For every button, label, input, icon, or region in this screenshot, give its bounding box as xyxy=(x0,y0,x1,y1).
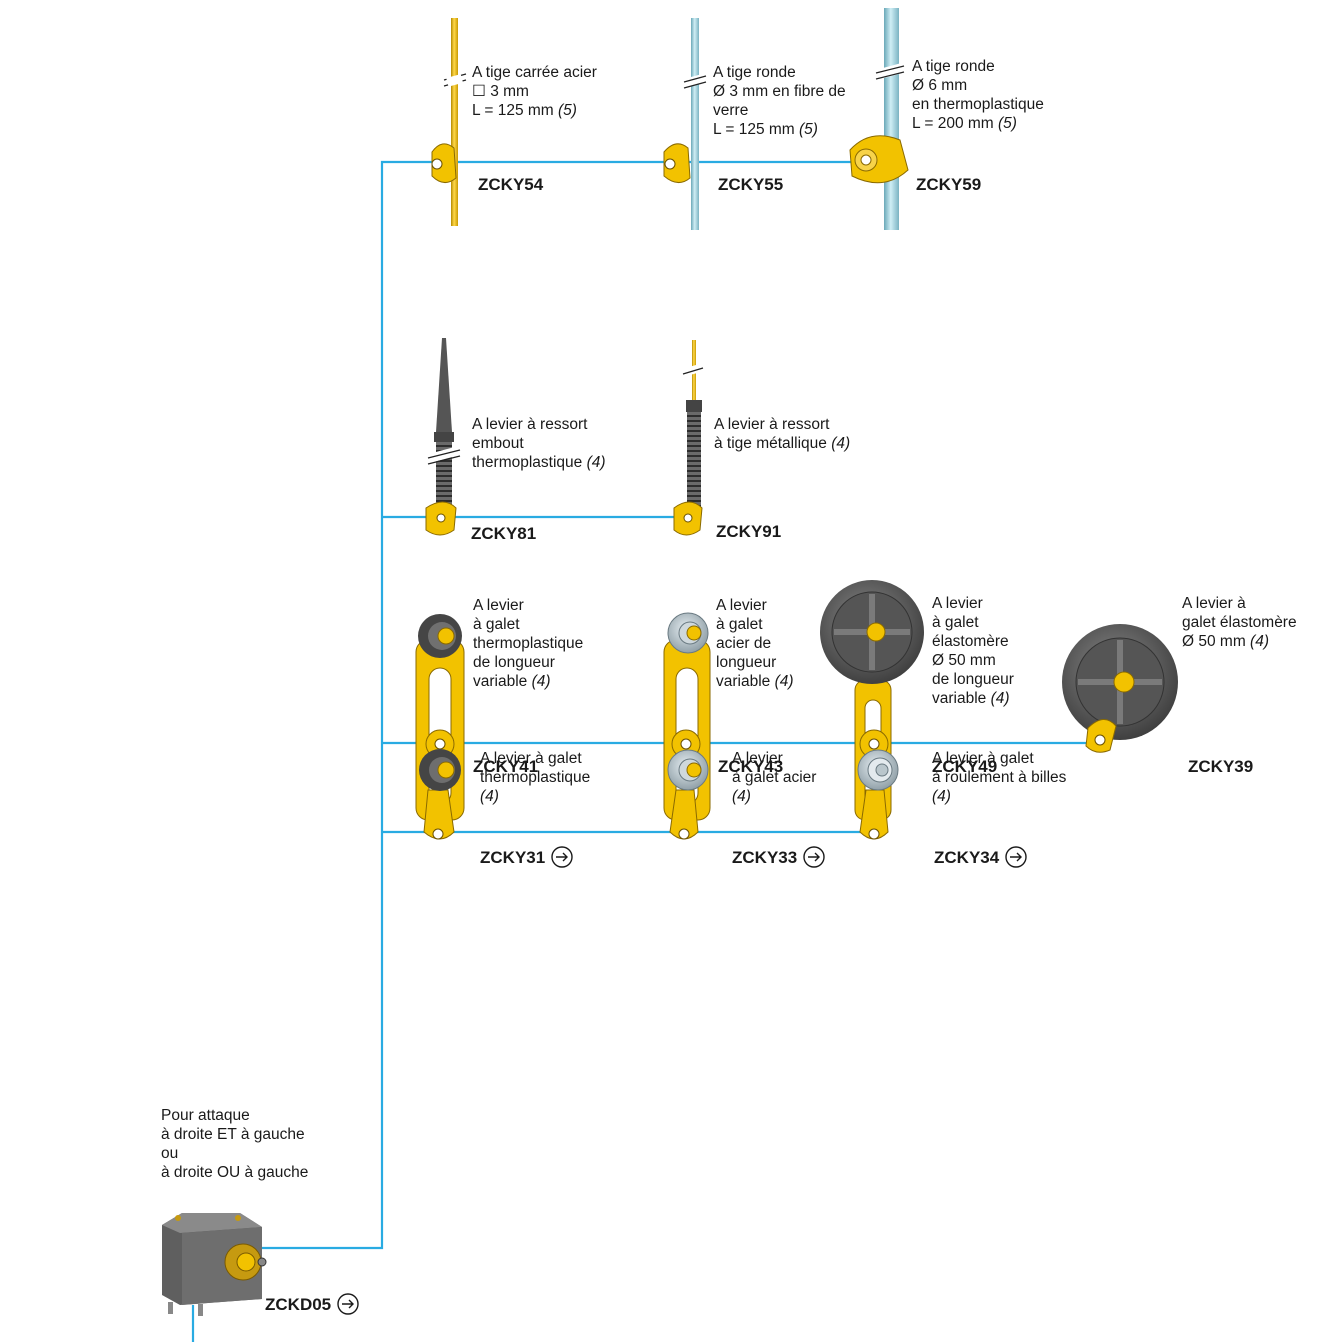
zcky41-description: A levier à galet thermoplastique de long… xyxy=(473,597,584,690)
zckd05-illustration xyxy=(162,1213,267,1316)
zcky33-description: A levier à galet acier (4) xyxy=(732,750,817,805)
zcky34-code: ZCKY34 xyxy=(934,846,1027,868)
arrow-right-circle-icon[interactable] xyxy=(1005,846,1027,868)
zcky55-illustration xyxy=(663,18,707,230)
zcky91-description: A levier à ressort à tige métallique (4) xyxy=(714,416,851,452)
zcky81-description: A levier à ressort embout thermoplastiqu… xyxy=(472,416,606,471)
zcky49-description: A levier à galet élastomère Ø 50 mm de l… xyxy=(932,595,1014,707)
zcky81-illustration xyxy=(425,338,461,536)
zcky39-description: A levier à galet élastomère Ø 50 mm (4) xyxy=(1182,595,1297,650)
zcky54-description: A tige carrée acier ☐ 3 mm L = 125 mm (5… xyxy=(472,64,597,119)
zcky55-description: A tige ronde Ø 3 mm en fibre de verre L … xyxy=(713,64,846,138)
zcky49-illustration xyxy=(820,580,924,821)
zcky49-code: ZCKY49 xyxy=(932,757,998,776)
zcky54-code: ZCKY54 xyxy=(478,175,544,194)
zcky34-illustration xyxy=(857,749,899,840)
arrow-right-circle-icon[interactable] xyxy=(803,846,825,868)
zckd05-description: Pour attaque à droite ET à gauche ou à d… xyxy=(161,1107,309,1181)
zcky41-code: ZCKY41 xyxy=(473,757,539,776)
zcky59-description: A tige ronde Ø 6 mm en thermoplastique L… xyxy=(912,58,1044,132)
zcky33-code: ZCKY33 xyxy=(732,846,825,868)
zcky31-illustration xyxy=(419,749,461,840)
zcky33-illustration xyxy=(667,749,709,840)
zcky31-description: A levier à galet thermoplastique (4) xyxy=(480,750,591,805)
zcky81-code: ZCKY81 xyxy=(471,524,537,543)
zcky39-code: ZCKY39 xyxy=(1188,757,1254,776)
zcky39-illustration xyxy=(1062,624,1178,753)
zcky34-description: A levier à galet à roulement à billes (4… xyxy=(932,750,1067,805)
zcky43-description: A levier à galet acier de longueur varia… xyxy=(716,597,794,690)
zcky91-illustration xyxy=(673,340,704,536)
zcky59-illustration xyxy=(849,8,909,230)
zcky31-code: ZCKY31 xyxy=(480,846,573,868)
zcky59-code: ZCKY59 xyxy=(916,175,982,194)
zcky55-code: ZCKY55 xyxy=(718,175,784,194)
zcky91-code: ZCKY91 xyxy=(716,522,782,541)
arrow-right-circle-icon[interactable] xyxy=(337,1293,359,1315)
zckd05-code: ZCKD05 xyxy=(265,1293,359,1315)
zcky54-illustration xyxy=(431,18,467,226)
arrow-right-circle-icon[interactable] xyxy=(551,846,573,868)
zcky43-code: ZCKY43 xyxy=(718,757,784,776)
